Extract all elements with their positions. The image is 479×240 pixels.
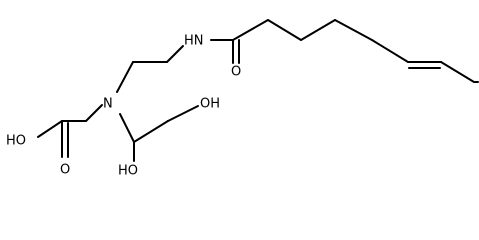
bond-chain-3 [300,19,336,41]
bond-cooh-ho [37,120,63,138]
bond-linker-3 [116,61,134,93]
bond-chain-6 [440,61,475,83]
bond-n-ch2 [85,104,103,122]
bond-chain-1 [232,19,269,41]
atom-tertiary-n-label: N [103,97,113,112]
bond-chain-5 [371,39,409,63]
bond-linker-1 [166,45,184,63]
atom-hn-label: HN [184,34,204,49]
atom-oh-top-label: OH [200,97,220,112]
molecule-drawing: HN O N OH HO O HO [6,19,479,179]
bond-ch2-oh [167,105,199,122]
atom-acid-o-label: O [60,163,70,178]
structure-canvas: HN O N OH HO O HO [6,19,479,179]
atom-acid-ho-label: HO [6,134,26,149]
atom-ho-bottom-label: HO [118,164,138,179]
bond-chain-2 [267,19,302,41]
bond-chain-4 [334,19,373,41]
atom-carbonyl-o-label: O [231,65,241,80]
bond-ch-ch2 [133,120,169,143]
bond-n-ch [119,113,135,143]
